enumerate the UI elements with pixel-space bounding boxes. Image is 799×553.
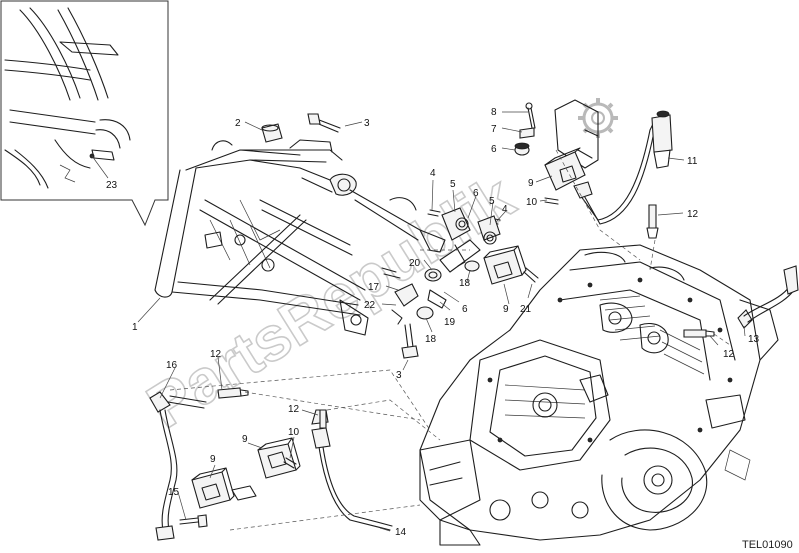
callout-5-left: 5: [450, 179, 456, 190]
callout-12-left: 12: [210, 349, 222, 360]
callout-7: 7: [491, 124, 497, 135]
callout-6-lower: 6: [462, 304, 468, 315]
callout-14: 14: [395, 527, 407, 538]
callout-9-lower-right: 9: [242, 434, 248, 445]
callout-9-upper: 9: [528, 178, 534, 189]
upper-coil-group: [514, 99, 673, 239]
screw-21: [523, 267, 539, 299]
bolt-3-top: [307, 113, 363, 133]
bracket-cluster: [381, 207, 501, 325]
alignment-lines: [169, 149, 731, 531]
leader-lines: [137, 111, 746, 532]
callout-9-lower-left: 9: [210, 454, 216, 465]
callout-3-bottom: 3: [396, 370, 402, 381]
reference-code: TEL01090: [742, 539, 793, 551]
callout-labels: 1 2 3 3 4 4 5 5 6 6 6 7 8 9 9 9 9 10 10 …: [132, 107, 760, 538]
callout-23: 23: [106, 180, 118, 191]
callout-10-upper: 10: [526, 197, 538, 208]
callout-13: 13: [748, 334, 760, 345]
callout-3-top: 3: [364, 118, 370, 129]
callout-21: 21: [520, 304, 532, 315]
callout-18-center: 18: [459, 278, 471, 289]
callout-18-lower: 18: [425, 334, 437, 345]
callout-4-left: 4: [430, 168, 436, 179]
ignition-coil-9-center: [483, 245, 527, 285]
spark-plug-cap-13: [737, 265, 799, 329]
callout-6-left: 6: [473, 188, 479, 199]
callout-12-right: 12: [723, 349, 735, 360]
inset-detail: 23: [0, 0, 169, 227]
callout-12-lower: 12: [288, 404, 300, 415]
callout-8: 8: [491, 107, 497, 118]
callout-10-lower: 10: [288, 427, 300, 438]
callout-1: 1: [132, 322, 138, 333]
callout-4-right: 4: [502, 204, 508, 215]
callout-11: 11: [687, 156, 698, 167]
callout-12-upper-right: 12: [687, 209, 699, 220]
callout-5-right: 5: [489, 196, 495, 207]
callout-22: 22: [364, 300, 376, 311]
callout-16: 16: [166, 360, 178, 371]
callout-20: 20: [409, 258, 421, 269]
trellis-frame: [154, 139, 446, 336]
bolt-3-bottom: [401, 323, 419, 371]
callout-6-upper: 6: [491, 144, 497, 155]
engine-block: [419, 244, 779, 546]
callout-17: 17: [368, 282, 380, 293]
bushing-2: [244, 121, 283, 143]
callout-15: 15: [168, 487, 180, 498]
lower-coil-group: [149, 387, 393, 541]
callout-19: 19: [444, 317, 456, 328]
callout-2: 2: [235, 118, 241, 129]
callout-9-center: 9: [503, 304, 509, 315]
spark-plug-12-right: [683, 329, 715, 338]
inset-frame-tubes: [4, 7, 131, 189]
